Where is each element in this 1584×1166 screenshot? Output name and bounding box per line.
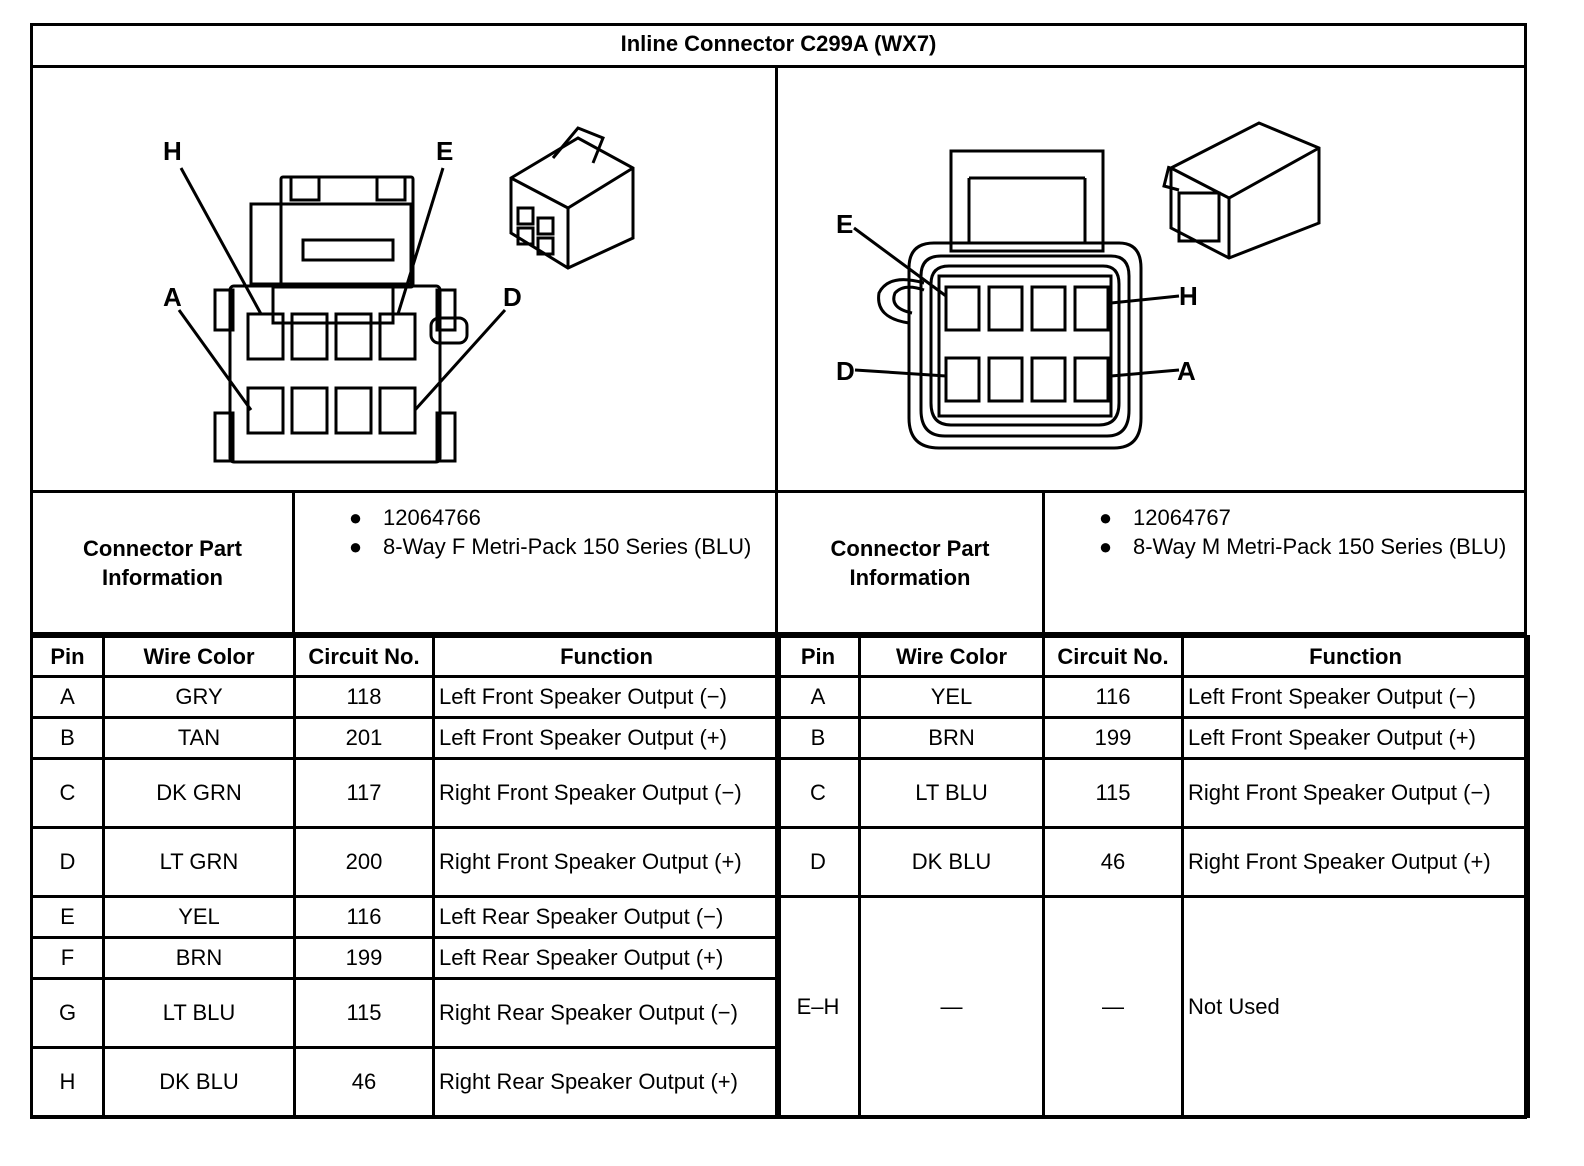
- section-divider: [30, 490, 1527, 493]
- male-connector-diagram: E H D A: [779, 68, 1524, 492]
- page-title: Inline Connector C299A (WX7): [30, 23, 1527, 68]
- table-header-row: Pin Wire Color Circuit No. Function: [775, 635, 1530, 678]
- male-connector-drawing: E H D A: [836, 121, 1321, 450]
- info-divider-right: [1042, 490, 1045, 635]
- table-row: A GRY 118 Left Front Speaker Output (−): [30, 675, 781, 719]
- header-circuit-no: Circuit No.: [293, 635, 435, 678]
- label-a: A: [1177, 356, 1196, 386]
- list-item: ●12064766: [328, 503, 768, 532]
- table-row: C DK GRN 117 Right Front Speaker Output …: [30, 757, 781, 829]
- right-info-list: ●12064767 ●8-Way M Metri-Pack 150 Series…: [1078, 503, 1518, 561]
- header-function: Function: [432, 635, 781, 678]
- label-h: H: [1179, 281, 1198, 311]
- table-row: E–H — — Not Used: [775, 895, 1530, 1118]
- left-info-list: ●12064766 ●8-Way F Metri-Pack 150 Series…: [328, 503, 768, 561]
- female-connector-drawing: H E A D: [163, 126, 635, 464]
- table-row: H DK BLU 46 Right Rear Speaker Output (+…: [30, 1046, 781, 1118]
- table-header-row: Pin Wire Color Circuit No. Function: [30, 635, 781, 678]
- header-circuit-no: Circuit No.: [1042, 635, 1184, 678]
- label-d: D: [503, 282, 522, 312]
- bullet-icon: ●: [348, 534, 363, 559]
- list-item: ●12064767: [1078, 503, 1518, 532]
- table-row: B BRN 199 Left Front Speaker Output (+): [775, 716, 1530, 760]
- header-pin: Pin: [30, 635, 105, 678]
- table-top-divider: [30, 632, 1527, 635]
- label-h: H: [163, 136, 182, 166]
- left-info-label: Connector Part Information: [83, 535, 242, 590]
- column-divider: [775, 68, 778, 635]
- table-row: G LT BLU 115 Right Rear Speaker Output (…: [30, 977, 781, 1049]
- table-row: A YEL 116 Left Front Speaker Output (−): [775, 675, 1530, 719]
- table-row: C LT BLU 115 Right Front Speaker Output …: [775, 757, 1530, 829]
- table-row: D DK BLU 46 Right Front Speaker Output (…: [775, 826, 1530, 898]
- table-row: D LT GRN 200 Right Front Speaker Output …: [30, 826, 781, 898]
- label-e: E: [836, 209, 853, 239]
- female-connector-diagram: H E A D: [33, 68, 776, 492]
- right-pin-table: Pin Wire Color Circuit No. Function A YE…: [775, 635, 1530, 1118]
- table-row: E YEL 116 Left Rear Speaker Output (−): [30, 895, 781, 939]
- header-wire-color: Wire Color: [858, 635, 1045, 678]
- bullet-icon: ●: [1098, 505, 1113, 530]
- label-d: D: [836, 356, 855, 386]
- document-frame: [30, 23, 1527, 1119]
- bullet-icon: ●: [348, 505, 363, 530]
- table-row: F BRN 199 Left Rear Speaker Output (+): [30, 936, 781, 980]
- header-function: Function: [1181, 635, 1530, 678]
- header-pin: Pin: [775, 635, 861, 678]
- label-a: A: [163, 282, 182, 312]
- table-row: B TAN 201 Left Front Speaker Output (+): [30, 716, 781, 760]
- right-info-label: Connector Part Information: [830, 535, 990, 590]
- left-pin-table: Pin Wire Color Circuit No. Function A GR…: [30, 635, 781, 1118]
- label-e: E: [436, 136, 453, 166]
- bullet-icon: ●: [1098, 534, 1113, 559]
- list-item: ●8-Way M Metri-Pack 150 Series (BLU): [1078, 532, 1518, 561]
- header-wire-color: Wire Color: [102, 635, 296, 678]
- info-divider-left: [292, 490, 295, 635]
- list-item: ●8-Way F Metri-Pack 150 Series (BLU): [328, 532, 768, 561]
